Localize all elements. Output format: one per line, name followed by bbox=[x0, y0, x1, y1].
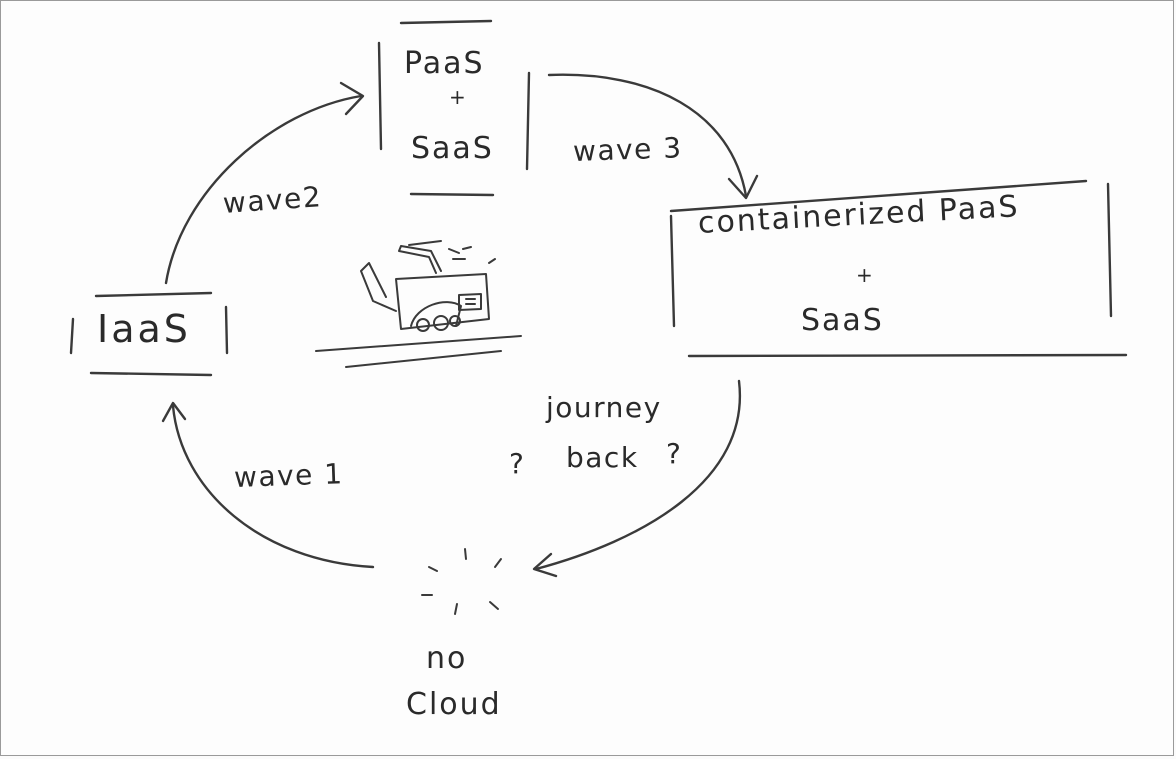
wave1-label: wave 1 bbox=[233, 457, 345, 494]
iaas-node-label: IaaS bbox=[97, 307, 191, 351]
no-cloud-burst bbox=[421, 548, 502, 615]
question-mark-left: ? bbox=[509, 447, 526, 480]
containerized-box bbox=[669, 179, 1128, 358]
saas-label-right-box: SaaS bbox=[801, 303, 884, 338]
journey-back-arrow bbox=[532, 379, 742, 578]
robot-icon bbox=[315, 240, 522, 368]
paas-label: PaaS bbox=[404, 46, 485, 81]
wave2-arrow bbox=[164, 81, 365, 285]
back-label: back bbox=[566, 441, 639, 474]
wave1-arrow bbox=[161, 401, 375, 569]
iaas-box bbox=[69, 291, 229, 377]
paas-saas-box bbox=[377, 19, 531, 197]
paas-saas-plus: + bbox=[449, 85, 467, 109]
journey-label: journey bbox=[546, 391, 662, 424]
saas-label-top-box: SaaS bbox=[411, 131, 494, 166]
wave2-label: wave2 bbox=[221, 180, 324, 220]
wave3-label: wave 3 bbox=[572, 131, 684, 168]
question-mark-right: ? bbox=[666, 437, 683, 470]
wave3-arrow bbox=[547, 73, 759, 200]
no-label: no bbox=[426, 641, 468, 676]
containerized-plus: + bbox=[856, 263, 874, 287]
cloud-label: Cloud bbox=[406, 687, 502, 722]
